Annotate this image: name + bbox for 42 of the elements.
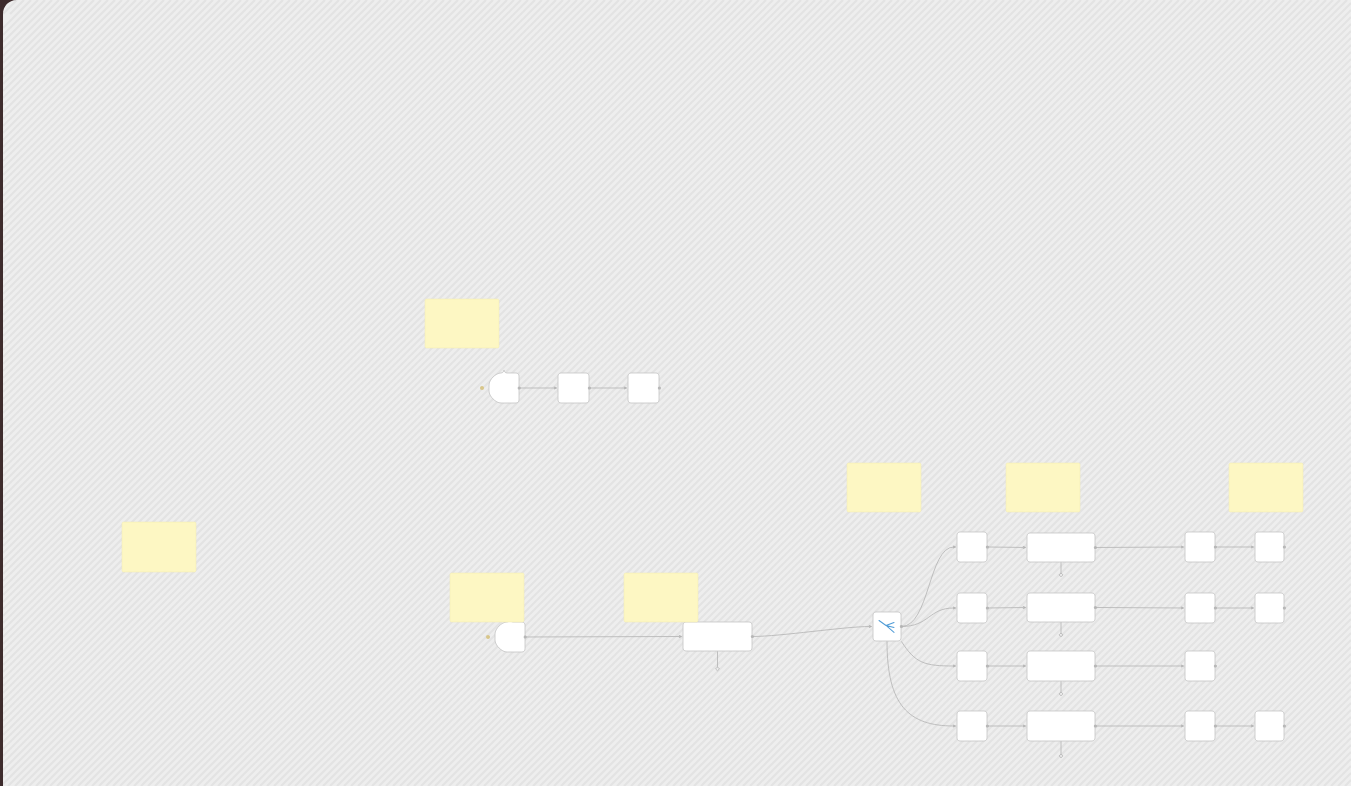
sticky-note	[424, 298, 500, 349]
process-box	[1026, 710, 1097, 742]
process-box	[956, 592, 989, 624]
connector-line	[1058, 562, 1064, 578]
sticky-note	[1228, 462, 1304, 513]
connector-line	[1058, 741, 1064, 759]
connector-line	[715, 651, 720, 672]
process-box	[1026, 532, 1097, 563]
trigger-node	[488, 369, 521, 404]
process-box	[682, 621, 754, 652]
arrow	[524, 635, 683, 638]
connector-line	[1058, 681, 1064, 697]
arrow	[886, 641, 957, 728]
process-box	[1254, 531, 1286, 563]
sticky-note	[846, 462, 922, 513]
sticky-note	[449, 572, 525, 623]
sticky-note	[121, 521, 197, 573]
sticky-note	[623, 572, 699, 623]
process-box	[956, 650, 989, 682]
connector-line	[1058, 622, 1064, 638]
process-box	[1184, 650, 1217, 682]
process-box	[557, 372, 591, 404]
arrow	[752, 625, 873, 637]
process-box	[1184, 592, 1217, 624]
process-box	[1254, 710, 1286, 742]
arrow	[1095, 545, 1185, 549]
arrow	[901, 641, 957, 668]
process-box	[1026, 650, 1097, 682]
arrow	[1095, 606, 1185, 610]
process-box	[627, 372, 661, 404]
arrow	[901, 545, 957, 627]
arrow	[901, 606, 957, 627]
arrow	[987, 606, 1027, 609]
process-box	[872, 611, 903, 642]
process-box	[1026, 592, 1097, 623]
process-box	[1184, 710, 1217, 742]
process-box	[1254, 592, 1286, 624]
process-box	[956, 531, 989, 563]
process-box	[956, 710, 989, 742]
process-box	[1184, 531, 1217, 563]
sticky-note	[1005, 462, 1081, 513]
arrow	[987, 545, 1027, 549]
